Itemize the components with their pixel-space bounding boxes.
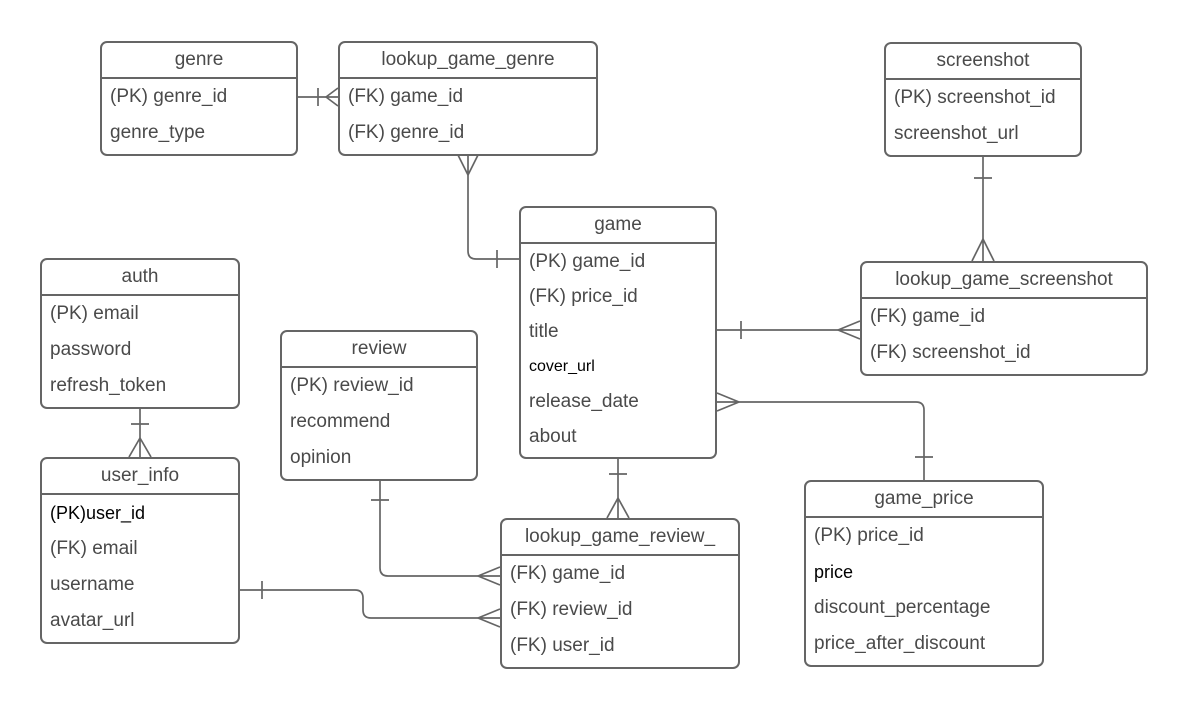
connector-lookup_game_genre-game — [456, 152, 519, 268]
entity-field: (FK) game_id — [870, 306, 986, 327]
crow-foot-many — [128, 437, 152, 458]
entity-field: (PK) game_id — [529, 251, 646, 272]
entity-field: release_date — [529, 391, 639, 412]
crow-foot-many — [837, 320, 861, 340]
entity-field: refresh_token — [50, 375, 167, 396]
entity-field: genre_type — [110, 122, 206, 143]
entity-field: about — [529, 426, 577, 447]
entity-user-info-title: user_info — [42, 459, 238, 495]
crow-foot-many — [716, 392, 740, 412]
entity-field: avatar_url — [50, 610, 135, 631]
entity-field: (FK) genre_id — [348, 122, 465, 143]
connector-review-lookup_game_review — [371, 478, 501, 586]
entity-field: (PK)user_id — [50, 503, 146, 523]
entity-genre-title: genre — [102, 43, 296, 79]
crow-foot-many — [477, 566, 501, 586]
connector-user_info-lookup_game_review — [240, 581, 501, 628]
entity-lookup-game-genre-title: lookup_game_genre — [340, 43, 596, 79]
entity-field: password — [50, 339, 132, 360]
entity-game-price-title: game_price — [806, 482, 1042, 518]
entity-field: (PK) price_id — [814, 525, 924, 546]
entity-field: recommend — [290, 411, 391, 432]
entity-game-price[interactable]: game_price (PK) price_id price discount_… — [804, 480, 1044, 667]
entity-field: (PK) review_id — [290, 375, 414, 396]
entity-field: price_after_discount — [814, 633, 986, 654]
entity-field: screenshot_url — [894, 123, 1019, 144]
entity-field: username — [50, 574, 135, 595]
entity-field: (FK) review_id — [510, 599, 633, 620]
entity-field: cover_url — [529, 358, 595, 375]
entity-game[interactable]: game (PK) game_id (FK) price_id title co… — [519, 206, 717, 459]
entity-screenshot[interactable]: screenshot (PK) screenshot_id screenshot… — [884, 42, 1082, 157]
entity-genre[interactable]: genre (PK) genre_id genre_type — [100, 41, 298, 156]
connector-line — [240, 589, 478, 619]
entity-game-title: game — [521, 208, 715, 244]
entity-lookup-game-review[interactable]: lookup_game_review_ (FK) game_id (FK) re… — [500, 518, 740, 669]
entity-field: (FK) game_id — [348, 86, 464, 107]
connector-game-lookup_game_screenshot — [717, 320, 861, 340]
connector-auth-user_info — [128, 406, 152, 458]
entity-field: opinion — [290, 447, 352, 468]
crow-foot-many — [325, 87, 339, 107]
entity-field: (FK) screenshot_id — [870, 342, 1031, 363]
entity-auth-title: auth — [42, 260, 238, 296]
crow-foot-many — [971, 238, 995, 262]
entity-lookup-game-screenshot-title: lookup_game_screenshot — [862, 263, 1146, 299]
entity-auth[interactable]: auth (PK) email password refresh_token — [40, 258, 240, 409]
connector-game-game_price — [716, 392, 933, 480]
entity-review[interactable]: review (PK) review_id recommend opinion — [280, 330, 478, 481]
entity-field: (PK) genre_id — [110, 86, 228, 107]
connector-game-lookup_game_review — [606, 456, 630, 519]
crow-foot-many — [456, 152, 480, 176]
connector-line — [739, 401, 925, 480]
entity-field: discount_percentage — [814, 597, 991, 618]
connector-line — [379, 478, 478, 577]
entity-field: (FK) price_id — [529, 286, 638, 307]
connector-genre-lookup_game_genre — [298, 87, 339, 107]
entity-field: (FK) user_id — [510, 635, 615, 656]
connector-line — [467, 175, 519, 260]
entity-screenshot-title: screenshot — [886, 44, 1080, 80]
crow-foot-many — [477, 608, 501, 628]
connector-screenshot-lookup_game_screenshot — [971, 154, 995, 262]
entity-field: (PK) email — [50, 303, 139, 324]
entity-lookup-game-screenshot[interactable]: lookup_game_screenshot (FK) game_id (FK)… — [860, 261, 1148, 376]
entity-field: (FK) game_id — [510, 563, 626, 584]
entity-field: title — [529, 321, 559, 342]
entity-review-title: review — [282, 332, 476, 368]
entity-lookup-game-review-title: lookup_game_review_ — [502, 520, 738, 556]
crow-foot-many — [606, 497, 630, 519]
entity-user-info[interactable]: user_info (PK)user_id (FK) email usernam… — [40, 457, 240, 644]
entity-field: (PK) screenshot_id — [894, 87, 1056, 108]
entity-field: price — [814, 562, 854, 582]
entity-field: (FK) email — [50, 538, 138, 559]
entity-lookup-game-genre[interactable]: lookup_game_genre (FK) game_id (FK) genr… — [338, 41, 598, 156]
